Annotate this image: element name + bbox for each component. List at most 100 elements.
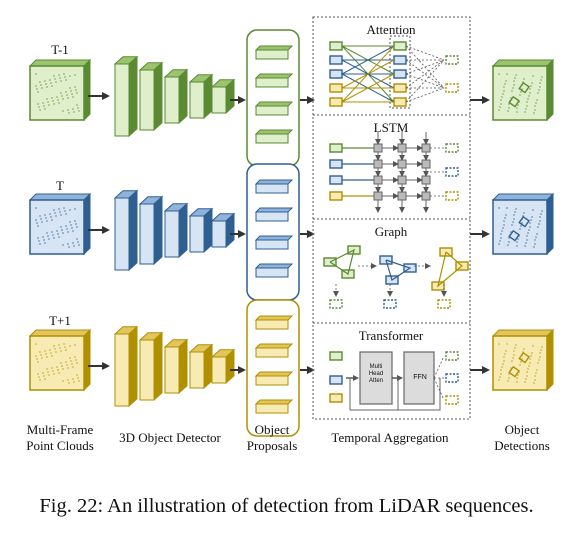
point-cloud-dot — [74, 344, 76, 346]
lstm-cell — [373, 143, 383, 153]
point-cloud-dot — [62, 368, 64, 370]
detection-dot — [530, 219, 532, 221]
proposal-top — [254, 315, 294, 321]
point-cloud-dot — [74, 356, 76, 358]
point-cloud-dot — [46, 98, 48, 100]
point-cloud-dot — [57, 233, 59, 235]
label-proposals: Proposals — [246, 438, 298, 453]
mha-block — [359, 351, 393, 405]
lstm-cell — [397, 191, 407, 201]
point-cloud-dot — [67, 243, 69, 245]
detection-dot — [534, 243, 536, 245]
point-cloud-dot — [42, 236, 44, 238]
detection-dot — [516, 377, 518, 379]
point-cloud-dot — [49, 349, 51, 351]
point-cloud-dot — [37, 91, 39, 93]
point-cloud-dot — [62, 244, 64, 246]
detection-dot — [539, 216, 541, 218]
point-cloud-dot — [76, 92, 78, 94]
point-cloud-dot — [65, 91, 67, 93]
detection-dot — [498, 379, 500, 381]
transformer-input-node — [329, 375, 343, 385]
detection-dot — [529, 222, 531, 224]
detection-dot — [533, 246, 535, 248]
detection-dot — [507, 244, 509, 246]
detection-dot — [540, 349, 542, 351]
point-cloud-dot — [66, 364, 68, 366]
point-cloud-dot — [38, 376, 40, 378]
point-cloud-dot — [69, 87, 71, 89]
point-cloud-dot — [37, 361, 39, 363]
point-cloud-dot — [65, 349, 67, 351]
point-cloud-dot — [42, 102, 44, 104]
detector-block-face — [114, 333, 130, 407]
point-cloud-dot — [76, 104, 78, 106]
graph-output-node — [329, 299, 343, 309]
point-cloud-dot — [44, 378, 46, 380]
point-cloud-dot — [43, 239, 45, 241]
point-cloud-dot — [58, 74, 60, 76]
detection-dot — [514, 347, 516, 349]
detection-dot — [515, 74, 517, 76]
point-cloud-side — [83, 192, 91, 256]
point-cloud-dot — [55, 215, 57, 217]
detector-block-face — [139, 203, 155, 265]
point-cloud-dot — [78, 380, 80, 382]
point-cloud-face — [29, 199, 85, 255]
aggregation-frame — [312, 16, 471, 420]
point-cloud-dot — [76, 238, 78, 240]
point-cloud-dot — [55, 81, 57, 83]
detection-dot — [498, 243, 500, 245]
detector-block-face — [139, 339, 155, 401]
detection-dot — [503, 360, 505, 362]
detection-dot — [519, 364, 521, 366]
detection-dot — [513, 214, 515, 216]
detection-side — [546, 58, 554, 122]
proposal-top — [254, 207, 294, 213]
detection-dot — [531, 216, 533, 218]
proposal-item — [255, 319, 289, 330]
transformer-out-link — [433, 355, 445, 379]
attention-input-node — [329, 83, 343, 93]
detector-block-side — [128, 55, 138, 138]
point-cloud-dot — [76, 226, 78, 228]
point-cloud-dot — [64, 76, 66, 78]
detection-dot — [520, 361, 522, 363]
detection-dot — [529, 88, 531, 90]
proposal-item — [255, 133, 289, 144]
point-cloud-dot — [77, 241, 79, 243]
detection-dot — [516, 245, 518, 247]
detection-dot — [532, 345, 534, 347]
detector-block-face — [164, 210, 180, 258]
detection-dot — [513, 354, 515, 356]
point-cloud-dot — [42, 372, 44, 374]
point-cloud-dot — [70, 360, 72, 362]
point-cloud-dot — [52, 234, 54, 236]
panel-title-transformer: Transformer — [358, 328, 424, 343]
panel-title-graph: Graph — [374, 224, 408, 239]
point-cloud-dot — [74, 220, 76, 222]
point-cloud-dot — [69, 345, 71, 347]
point-cloud-dot — [61, 365, 63, 367]
proposal-top — [254, 179, 294, 185]
detection-dot — [526, 371, 528, 373]
detection-dot — [504, 83, 506, 85]
point-cloud-dot — [53, 345, 55, 347]
label-temporal-aggregation: Temporal Aggregation — [331, 430, 449, 445]
detection-dot — [500, 237, 502, 239]
point-cloud-dot — [44, 214, 46, 216]
detector-block-face — [189, 81, 205, 119]
proposal-item — [255, 49, 289, 60]
detector-block-face — [189, 351, 205, 389]
residual-link — [349, 378, 399, 411]
detector-block-side — [203, 73, 213, 120]
point-cloud-dot — [41, 87, 43, 89]
point-cloud-dot — [48, 374, 50, 376]
point-cloud-dot — [62, 98, 64, 100]
point-cloud-dot — [72, 378, 74, 380]
detection-top — [491, 193, 555, 201]
detector-block-face — [164, 346, 180, 394]
point-cloud-dot — [39, 215, 41, 217]
detection-dot — [500, 233, 502, 235]
point-cloud-dot — [36, 222, 38, 224]
